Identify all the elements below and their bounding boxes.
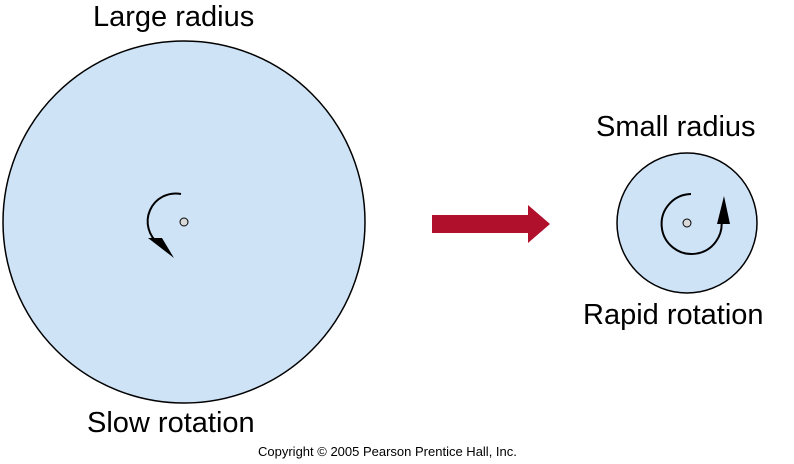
small-disk: [616, 152, 758, 294]
small-disk-center-dot: [682, 218, 692, 228]
transition-arrow-icon: [432, 205, 550, 243]
slow-rotation-label: Slow rotation: [87, 407, 255, 439]
large-radius-label: Large radius: [93, 1, 255, 33]
rapid-rotation-label: Rapid rotation: [583, 299, 764, 331]
rapid-rotation-arrow-icon: [660, 193, 730, 255]
large-disk-center-dot: [179, 217, 189, 227]
slow-rotation-arrow-icon: [146, 192, 182, 258]
copyright-text: Copyright © 2005 Pearson Prentice Hall, …: [258, 444, 517, 459]
small-radius-label: Small radius: [596, 111, 756, 143]
large-disk: [2, 40, 366, 404]
